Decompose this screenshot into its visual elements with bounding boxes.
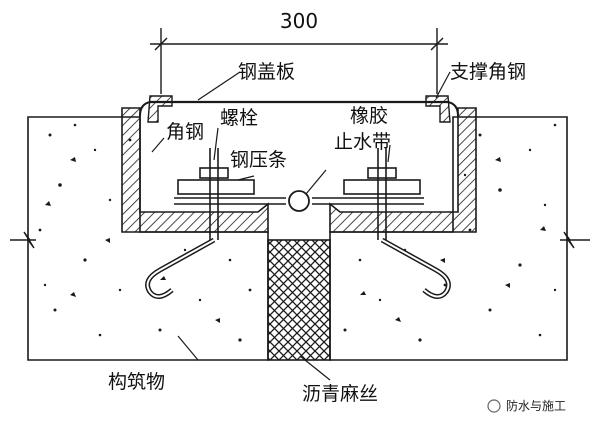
steel-channel <box>121 107 477 233</box>
concrete-right <box>329 116 568 361</box>
label-steel-cover-plate: 钢盖板 <box>238 61 295 83</box>
label-rubber: 橡胶 <box>350 105 388 127</box>
label-structure: 构筑物 <box>108 371 165 393</box>
bolt-left <box>199 148 229 240</box>
support-angle-steel-right <box>425 95 451 123</box>
steel-pressing-strip-left <box>177 179 255 195</box>
anchor-hook-right <box>380 237 451 299</box>
watermark-text: 防水与施工 <box>506 398 566 413</box>
cover-plate-bend-right <box>447 101 459 117</box>
wechat-icon <box>487 399 501 413</box>
break-mark-left <box>10 231 36 249</box>
label-bolt: 螺栓 <box>220 107 258 129</box>
label-steel-pressing-strip: 钢压条 <box>230 149 287 171</box>
anchor-hook-left-core <box>146 239 215 298</box>
bolt-right <box>367 148 397 240</box>
asphalt-hemp-filler <box>267 239 331 361</box>
break-mark-right <box>560 231 590 249</box>
concrete-triangles <box>45 157 546 323</box>
dimension-line <box>150 28 448 94</box>
leader-lines <box>151 71 451 381</box>
label-waterstop: 止水带 <box>334 131 391 153</box>
dimension-label: 300 <box>280 9 318 33</box>
steel-pressing-strip-right <box>343 179 421 195</box>
anchor-hook-right-core <box>381 239 450 298</box>
label-support-angle-steel: 支撑角钢 <box>450 61 526 83</box>
watermark: 防水与施工 <box>487 398 566 413</box>
support-angle-steel-left <box>147 95 173 123</box>
cover-plate-bend-left <box>139 101 151 117</box>
label-angle-steel: 角钢 <box>166 121 204 143</box>
label-asphalt-hemp: 沥青麻丝 <box>302 383 378 405</box>
rubber-waterstop <box>174 190 424 212</box>
anchor-hook-left <box>145 237 216 299</box>
